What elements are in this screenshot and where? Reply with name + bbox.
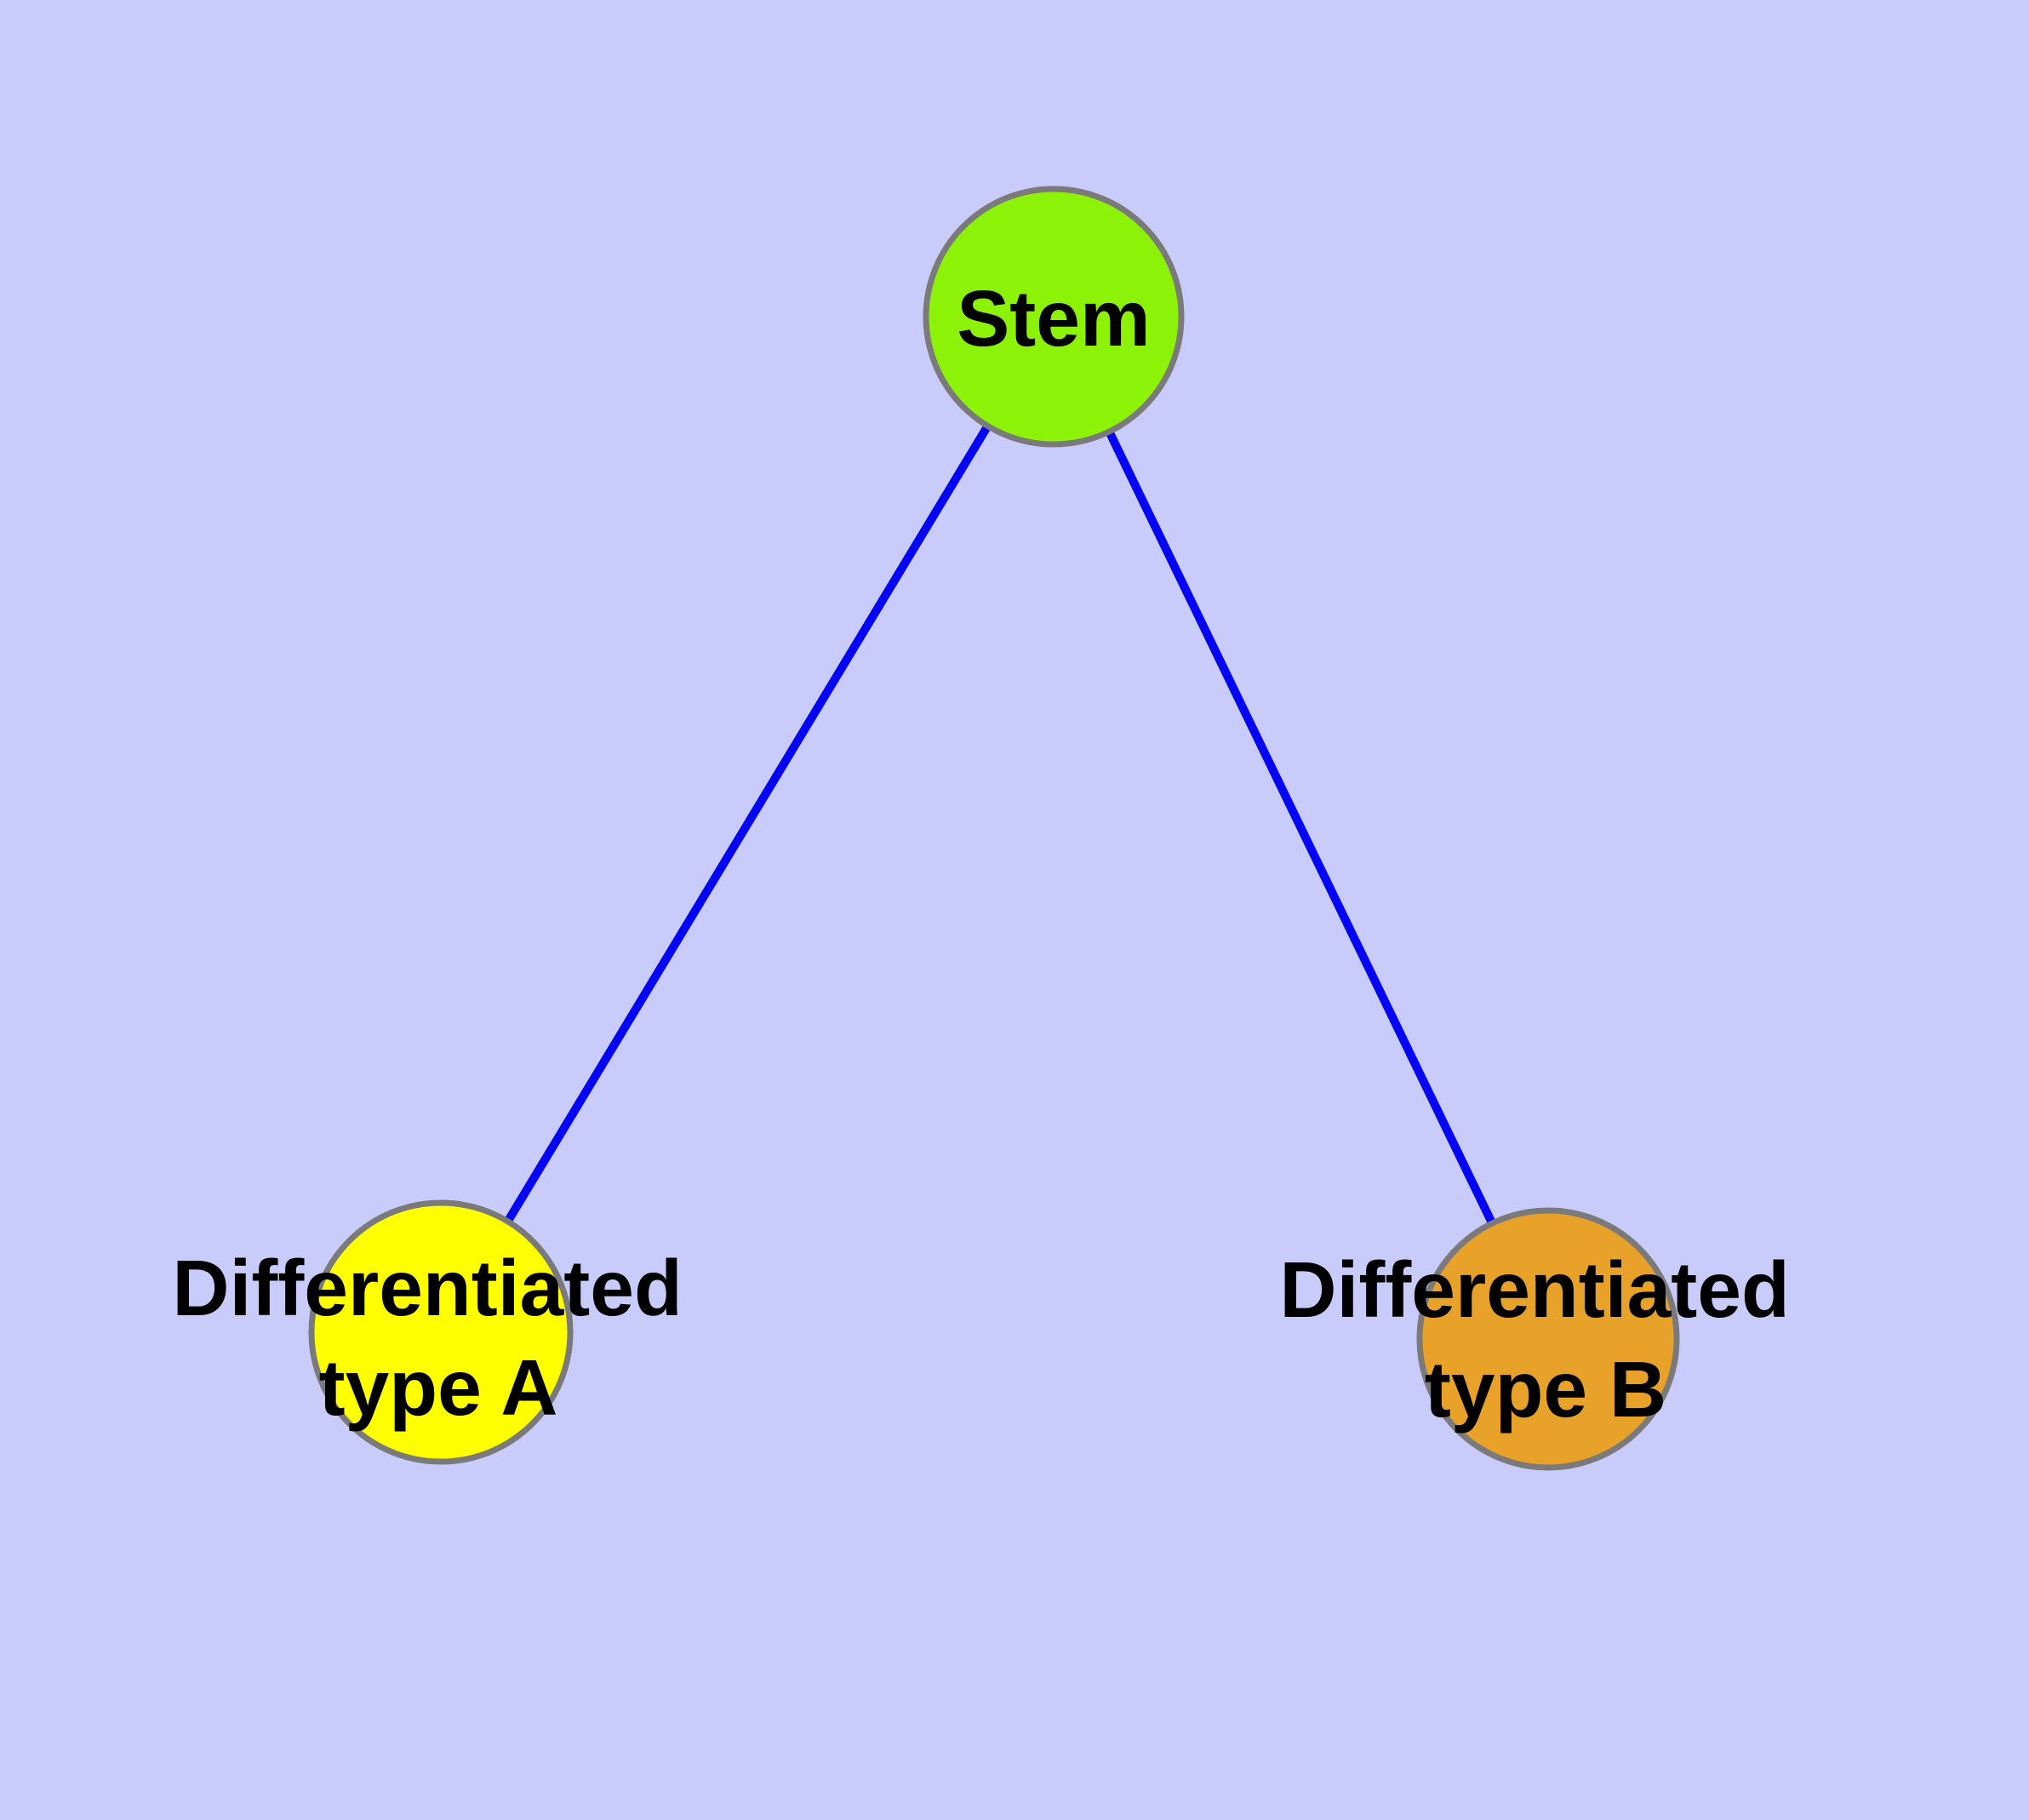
node-type-b-label-line2: type B — [1425, 1345, 1666, 1434]
edge-stem-to-type-a — [437, 314, 1058, 1335]
edge-stem-to-type-b — [1049, 314, 1552, 1342]
node-stem-label: Stem — [957, 274, 1150, 363]
node-type-b-label: Differentiated type B — [1279, 1245, 1811, 1434]
node-type-a-label-line2: type A — [319, 1343, 558, 1432]
node-type-a-label-line1: Differentiated — [172, 1244, 682, 1332]
node-type-b-circle — [1416, 1207, 1680, 1471]
node-type-b-label-line1: Differentiated — [1279, 1245, 1789, 1334]
node-type-a-label: Differentiated type A — [172, 1244, 704, 1432]
node-type-a-circle — [308, 1199, 574, 1465]
node-stem-circle — [923, 186, 1185, 448]
